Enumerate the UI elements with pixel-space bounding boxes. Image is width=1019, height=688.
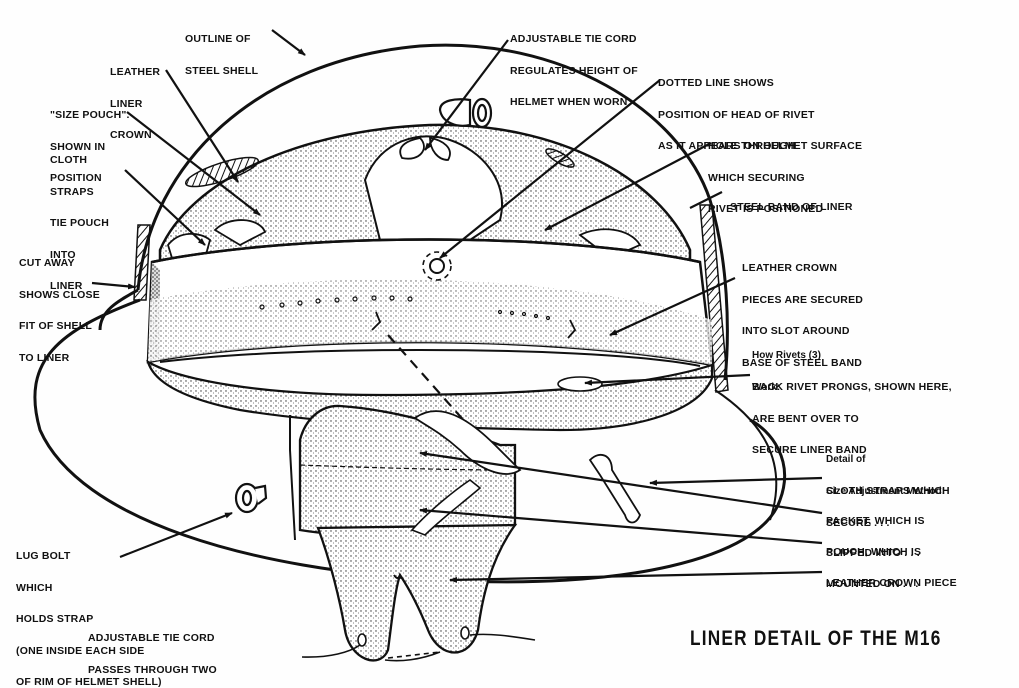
rivet-head-dotted-outline [422,251,452,281]
label-dotted-line-rivet: DOTTED LINE SHOWS POSITION OF HEAD OF RI… [658,77,863,152]
label-steel-band: STEEL BAND OF LINER [730,201,853,213]
steel-band [146,238,714,367]
label-leather-liner-crown: LEATHER LINER CROWN [110,66,161,141]
diagram-title: LINER DETAIL OF THE M16 [690,627,942,650]
label-lug-bolt: LUG BOLT WHICH HOLDS STRAP (ONE INSIDE E… [16,550,162,688]
label-tie-cord-holes: ADJUSTABLE TIE CORD PASSES THROUGH TWO H… [88,632,217,676]
shell-cutaway-left [133,224,151,301]
label-detail-size-adjustment: Detail of Size Adjustment Method: [826,454,946,497]
size-pouch-assembly [298,404,642,662]
leader-lines [91,29,823,583]
label-tie-cord-height: ADJUSTABLE TIE CORD REGULATES HEIGHT OF … [510,33,638,108]
liner-rim [146,311,714,432]
label-cloth-straps-tie-pouch: CLOTH STRAPS TIE POUCH INTO LINER [50,154,109,292]
label-cloth-straps-secure: CLOTH STRAPS WHICH SECURE . . . [826,485,950,529]
liner-dome [158,123,692,272]
lug-bolt [234,482,268,514]
label-outline-of-steel-shell: OUTLINE OF STEEL SHELL [185,33,259,77]
label-leather-crown-slot: LEATHER CROWN PIECES ARE SECURED INTO SL… [742,262,864,369]
rivet-holes [259,295,551,321]
label-packet: PACKET, WHICH IS SLIPPED INTO . . . [826,515,925,559]
label-hole-through: HOLE THROUGH WHICH SECURING RIVET IS POS… [708,140,824,215]
label-leather-crown-piece: LEATHER CROWN PIECE [826,577,957,589]
rivet-hole [429,258,445,274]
chin-strap-edge [289,415,296,541]
label-pouch: POUCH, WHICH IS MOUNTED ON . . . [826,546,922,590]
label-size-pouch: "SIZE POUCH". SHOWN IN POSITION [50,109,130,184]
lug-top [438,97,493,129]
label-back-rivet-prongs: BACK RIVET PRONGS, SHOWN HERE, ARE BENT … [752,381,952,456]
label-how-rivets-work: How Rivets (3) Work: [752,350,821,393]
label-cut-away: CUT AWAY SHOWS CLOSE FIT OF SHELL TO LIN… [19,257,100,364]
tie-cord-bow [399,136,451,161]
